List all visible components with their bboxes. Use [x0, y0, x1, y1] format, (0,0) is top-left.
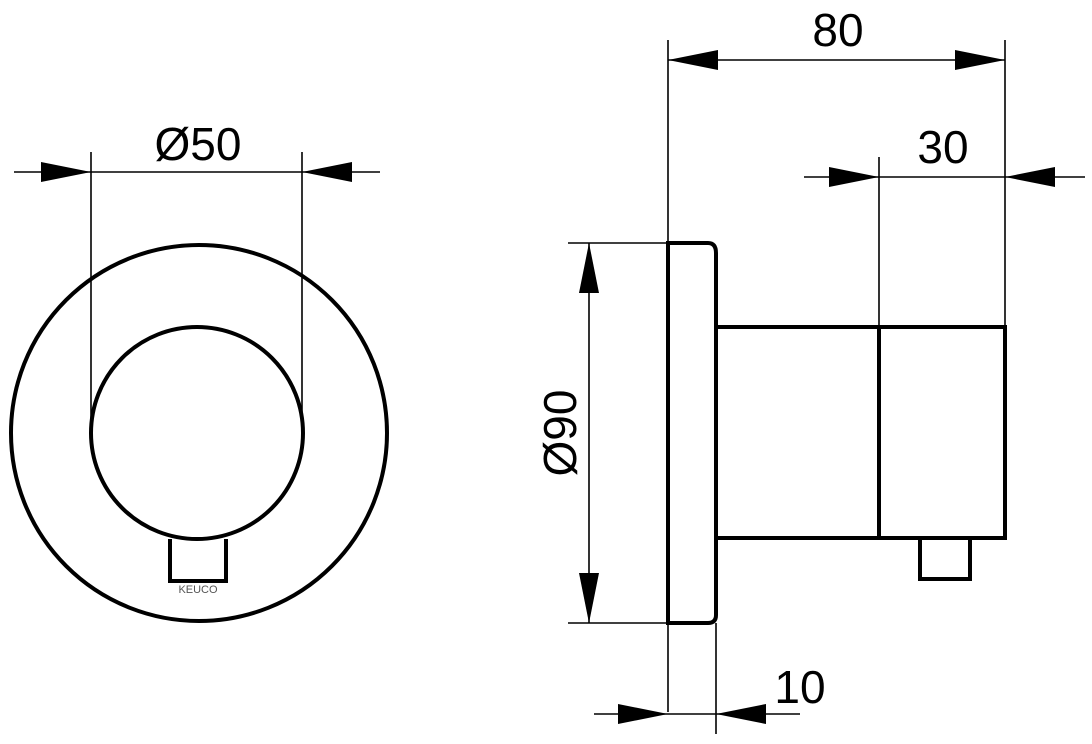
- handle-tip: [877, 325, 1007, 540]
- handle-body: [714, 325, 881, 540]
- dimension-total-depth: 80: [667, 4, 1006, 712]
- front-view: KEUCO Ø50: [9, 118, 389, 623]
- dimension-label-rosette-thickness: 10: [774, 661, 825, 713]
- dimension-label-rosette-diameter: Ø90: [534, 390, 586, 477]
- dimension-label-knob-diameter: Ø50: [155, 118, 242, 170]
- dimension-knob-diameter: Ø50: [14, 118, 380, 418]
- rosette-outline: [9, 243, 389, 623]
- knob-nub: [168, 539, 228, 583]
- dimension-label-total-depth: 80: [812, 4, 863, 56]
- brand-mark: KEUCO: [178, 584, 218, 596]
- dimension-rosette-diameter: Ø90: [534, 242, 668, 624]
- handle-nub: [918, 538, 972, 581]
- dimension-handle-length: 30: [804, 121, 1085, 327]
- side-view: Ø90 80 30 10: [534, 4, 1085, 734]
- dimension-rosette-thickness: 10: [594, 623, 826, 734]
- dimension-label-handle-length: 30: [917, 121, 968, 173]
- rosette-profile: [666, 241, 718, 625]
- knob-outline: [89, 325, 305, 541]
